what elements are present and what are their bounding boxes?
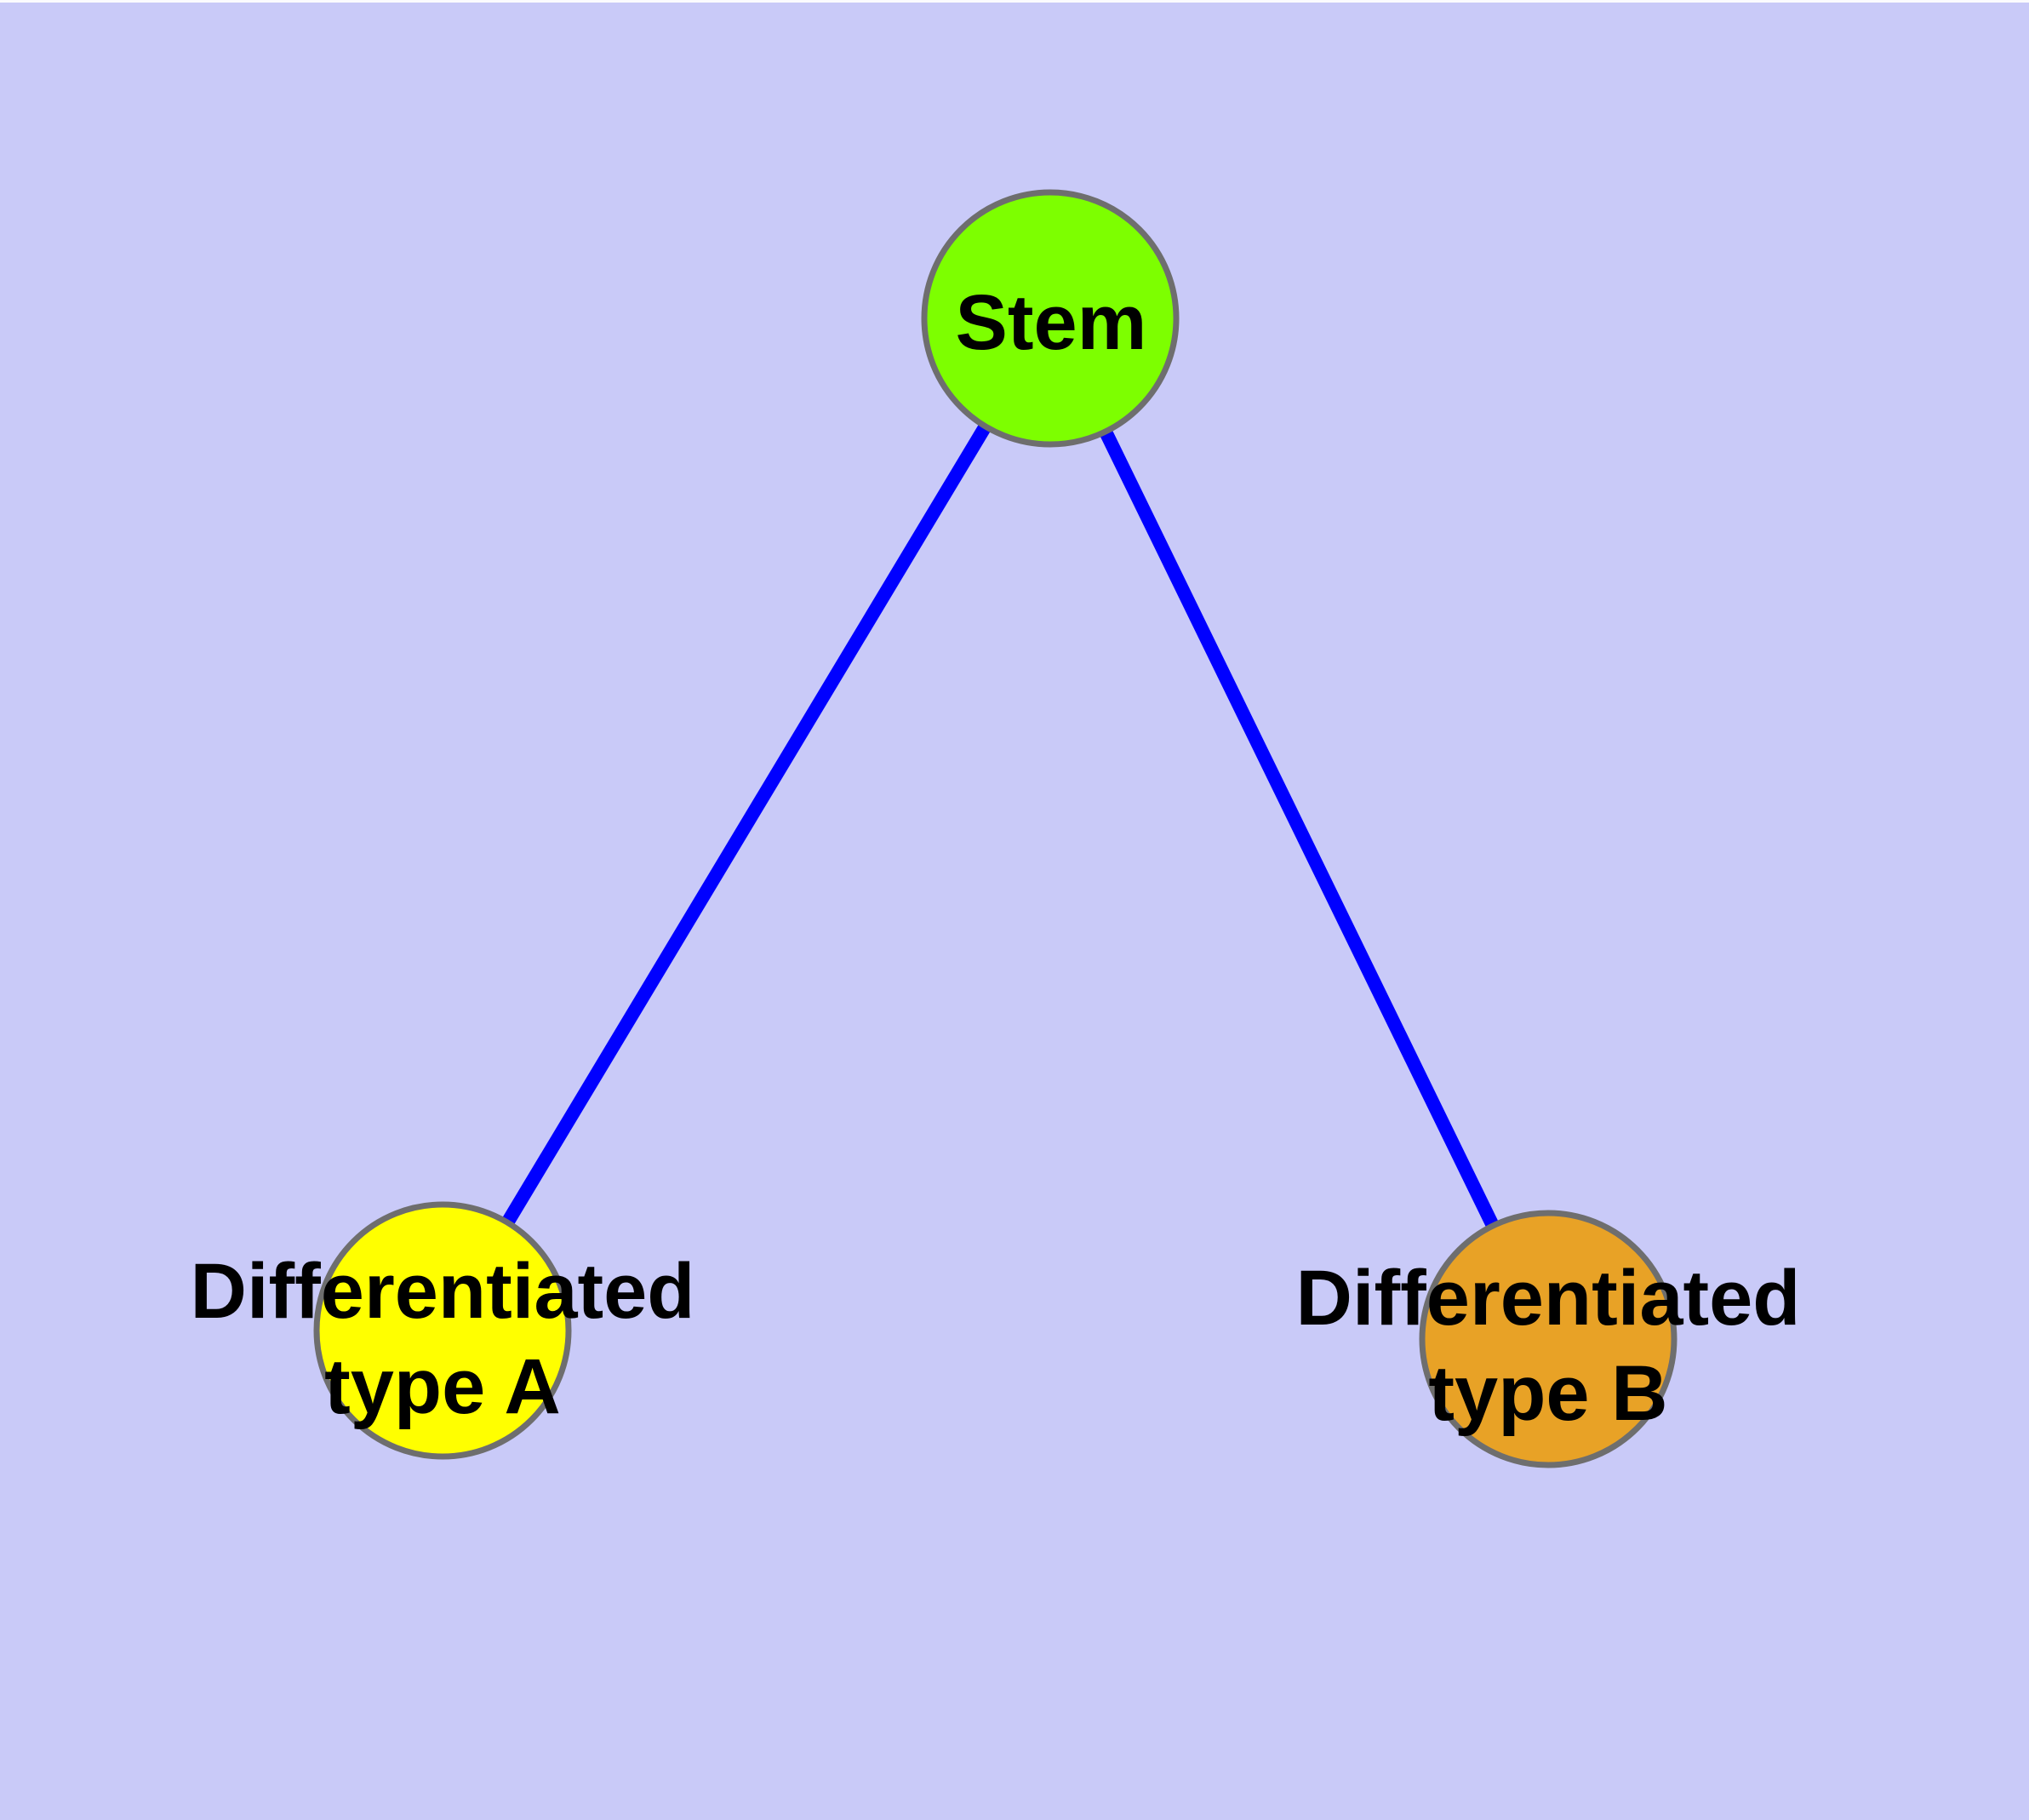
node-differentiated-type-b: Differentiated type B	[1296, 1210, 1801, 1468]
node-differentiated-type-a-label-line1: Differentiated	[191, 1248, 695, 1335]
node-differentiated-type-b-label-line1: Differentiated	[1296, 1255, 1801, 1342]
node-stem: Stem	[921, 189, 1180, 448]
node-differentiated-type-a-label-line2: type A	[324, 1343, 561, 1430]
top-strip	[0, 0, 2029, 3]
node-differentiated-type-b-label-line2: type B	[1428, 1350, 1667, 1437]
edge-stem-to-type-a	[437, 314, 1056, 1335]
node-stem-circle	[921, 189, 1180, 448]
node-stem-label: Stem	[956, 279, 1147, 366]
node-differentiated-type-a-circle	[313, 1201, 572, 1460]
node-differentiated-type-b-circle	[1419, 1210, 1677, 1468]
edge-stem-to-type-b	[1043, 315, 1555, 1342]
node-differentiated-type-a: Differentiated type A	[191, 1201, 695, 1460]
